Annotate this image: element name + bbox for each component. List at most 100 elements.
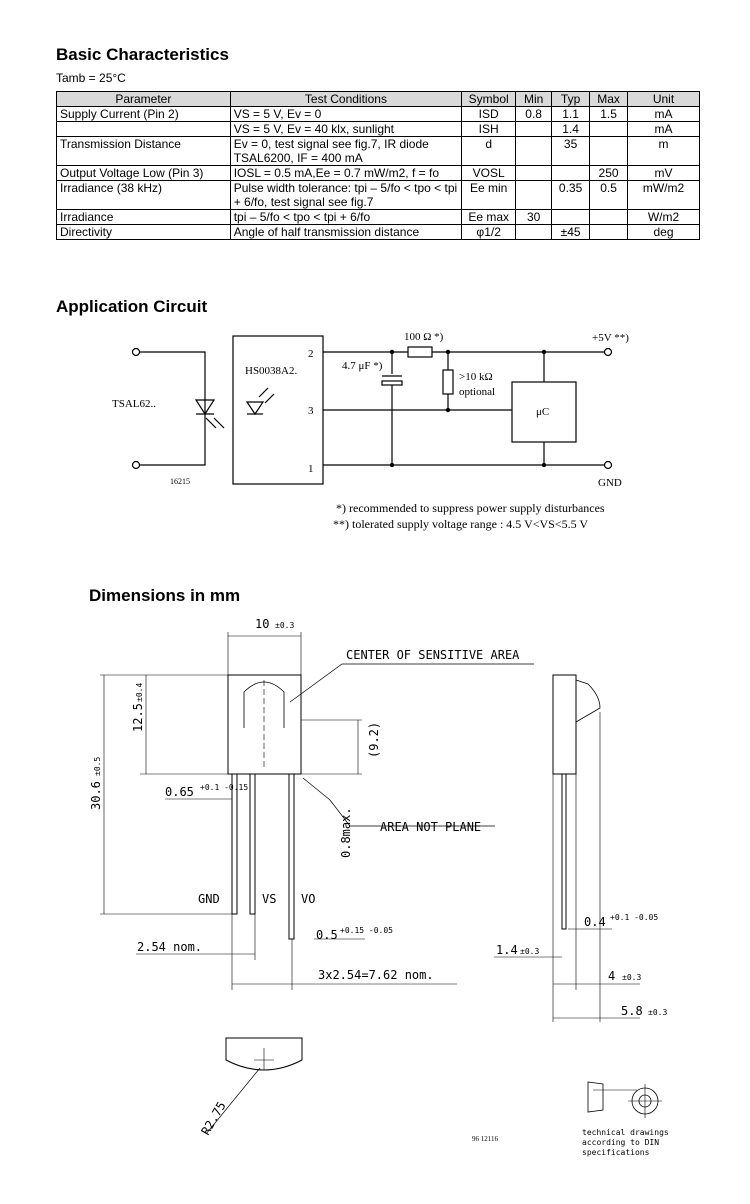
dim-label: 4 [608,969,615,983]
pin-label: 1 [308,463,314,475]
table-row: Irradiance (38 kHz)Pulse width tolerance… [56,180,700,210]
dim-label: 2.54 nom. [137,940,202,954]
fig-number: 16215 [170,477,190,486]
cell: IOSL = 0.5 mA,Ee = 0.7 mW/m2, f = fo [229,165,463,181]
app-title: Application Circuit [56,297,208,316]
col-header: Unit [627,91,700,107]
cell: W/m2 [627,209,700,225]
ic-label: HS0038A2. [245,365,298,377]
terminal-top [131,347,141,357]
tech-note: specifications [582,1148,650,1157]
vplus-label: +5V **) [592,332,629,344]
circuit-diagram [131,335,613,485]
pin-vs: VS [262,892,276,906]
pullup-optional: optional [459,386,495,398]
res-label: 100 Ω *) [404,331,444,343]
cell: Angle of half transmission distance [229,224,463,240]
pin-label: 3 [308,405,314,417]
body-top [225,1037,303,1071]
uc-label: μC [536,406,549,418]
dim-tol: ±0.3 [520,947,539,956]
note-2: **) tolerated supply voltage range : 4.5… [333,517,588,531]
junction-dot [541,349,547,355]
receive-arrow-icon [258,387,269,398]
dim-label: 0.5 [316,928,338,942]
dim-tol: ±0.5 [93,757,102,776]
col-header: Parameter [56,91,231,107]
cell: tpi – 5/fo < tpo < tpi + 6/fo [229,209,463,225]
resistor-100 [407,346,433,358]
cell: mV [627,165,700,181]
lead-gnd [231,773,238,915]
dim-label: 0.8max. [339,807,353,858]
dim-tol: +0.15 -0.05 [340,926,393,935]
dim-label: 5.8 [621,1004,643,1018]
ir-diode-icon [194,399,216,416]
drawing-number: 96 12116 [472,1135,498,1143]
pin-gnd: GND [198,892,220,906]
dims-front-view [100,632,534,990]
radius-leader [205,1067,261,1135]
col-header: Typ [551,91,591,107]
dims-side-view [494,674,662,1118]
cell: deg [627,224,700,240]
leader-center [289,663,534,703]
dim-label: 1.4 [496,943,518,957]
lead-vs [249,773,256,915]
col-header: Test Conditions [229,91,463,107]
cell: 30 [515,209,553,225]
cell: 1.1 [551,106,591,122]
table-header-row: Parameter Test Conditions Symbol Min Typ… [56,91,700,107]
dim-label: 12.5 [131,703,145,732]
body-front [227,674,302,775]
cell: Ev = 0, test signal see fig.7, IR diode … [229,136,463,166]
pullup-label: >10 kΩ [459,371,493,383]
table-row: Output Voltage Low (Pin 3)IOSL = 0.5 mA,… [56,165,700,181]
gnd-label: GND [598,477,622,489]
lead-vo [288,773,295,940]
leader-notplane [302,777,495,827]
dim-tol: +0.1 -0.05 [610,913,658,922]
cell: Supply Current (Pin 2) [56,106,231,122]
cell: 0.8 [515,106,553,122]
tech-note: according to DIN [582,1138,659,1147]
radius-label: R2.75 [198,1099,228,1137]
cap-label: 4.7 μF *) [342,360,383,372]
dim-label: 30.6 [89,781,103,810]
photodiode-icon [245,401,265,416]
spec-table: Parameter Test Conditions Symbol Min Typ… [56,91,700,240]
cell: φ1/2 [461,224,517,240]
dim-label: (9.2) [367,722,381,758]
tech-note: technical drawings [582,1128,669,1137]
tamb-label: Tamb = 25°C [56,71,126,85]
cell: Pulse width tolerance: tpi – 5/fo < tpo … [229,180,463,210]
junctions [389,349,547,468]
terminal-bottom [131,460,141,470]
dim-tol: +0.1 -0.15 [200,783,248,792]
cell: mW/m2 [627,180,700,210]
center-label: CENTER OF SENSITIVE AREA [346,648,520,662]
resistor-pullup [442,369,454,395]
cap-plate-neg [381,380,403,386]
vplus-terminal [603,347,613,357]
cell: Output Voltage Low (Pin 3) [56,165,231,181]
emit-arrow-icon [205,417,217,429]
body-side [552,674,577,775]
lead-side [561,773,567,930]
dim-label: 0.4 [584,915,606,929]
gnd-terminal [603,460,613,470]
cell: 250 [589,165,629,181]
junction-dot [541,462,547,468]
cell: ±45 [551,224,591,240]
dim-label: 3x2.54=7.62 nom. [318,968,434,982]
junction-dot [389,349,395,355]
dims-title: Dimensions in mm [89,586,241,605]
projection-cone-icon [587,1081,604,1113]
dim-tol: ±0.3 [648,1008,667,1017]
junction-dot [389,462,395,468]
